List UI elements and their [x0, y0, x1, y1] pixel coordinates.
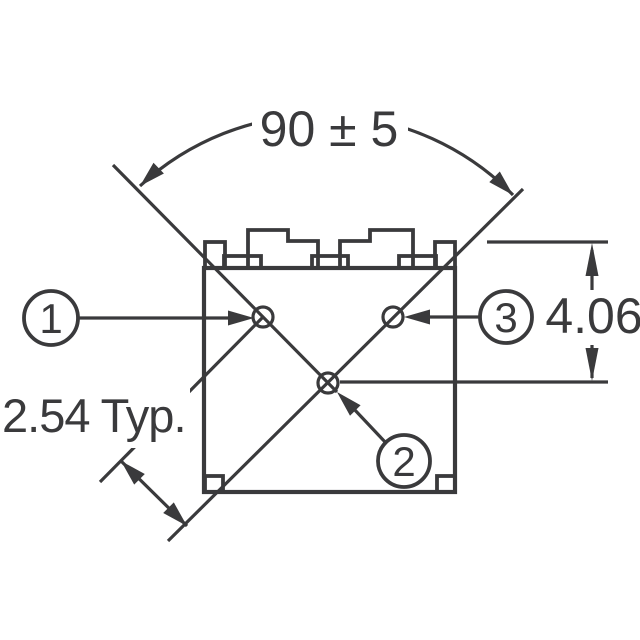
angle-dimension-label: 90 ± 5	[260, 101, 399, 157]
callout-2-leader	[351, 406, 388, 445]
right-diagonal-line	[166, 187, 525, 543]
pin-2-circle	[316, 371, 340, 395]
angle-label-mask	[252, 86, 408, 152]
callout-3-label: 3	[494, 294, 517, 341]
left-diagonal-line	[111, 163, 339, 394]
callout-3-arrowhead	[404, 309, 430, 325]
pitch-dimension-label: 2.54 Typ.	[2, 389, 186, 442]
callout-2-circle	[376, 433, 432, 489]
pitch-arrowhead-lower	[163, 502, 187, 526]
rotor-profile-block-left	[246, 228, 320, 268]
rotor-profile-block-right	[338, 228, 415, 268]
mounting-tab-top-left	[203, 240, 227, 270]
pin-1-circle	[251, 305, 275, 329]
corner-pad-bottom-left	[203, 474, 225, 494]
corner-pad-bottom-right	[435, 474, 457, 494]
height-arrowhead-down	[585, 348, 599, 381]
pin-3-circle	[381, 305, 405, 329]
callout-2-label: 2	[392, 438, 415, 485]
callout-1-label: 1	[39, 295, 62, 342]
pitch-arrowhead-upper	[121, 461, 145, 485]
height-dimension-label: 4.06	[545, 288, 640, 344]
angle-arc-arrowhead-right	[489, 171, 513, 195]
callout-2-arrowhead	[337, 392, 361, 416]
component-body-outline	[201, 265, 458, 495]
height-arrowhead-up	[585, 243, 599, 276]
angle-arc-arrowhead-left	[140, 162, 164, 186]
pitch-label-mask	[0, 384, 190, 448]
callout-1-arrowhead	[228, 310, 254, 326]
